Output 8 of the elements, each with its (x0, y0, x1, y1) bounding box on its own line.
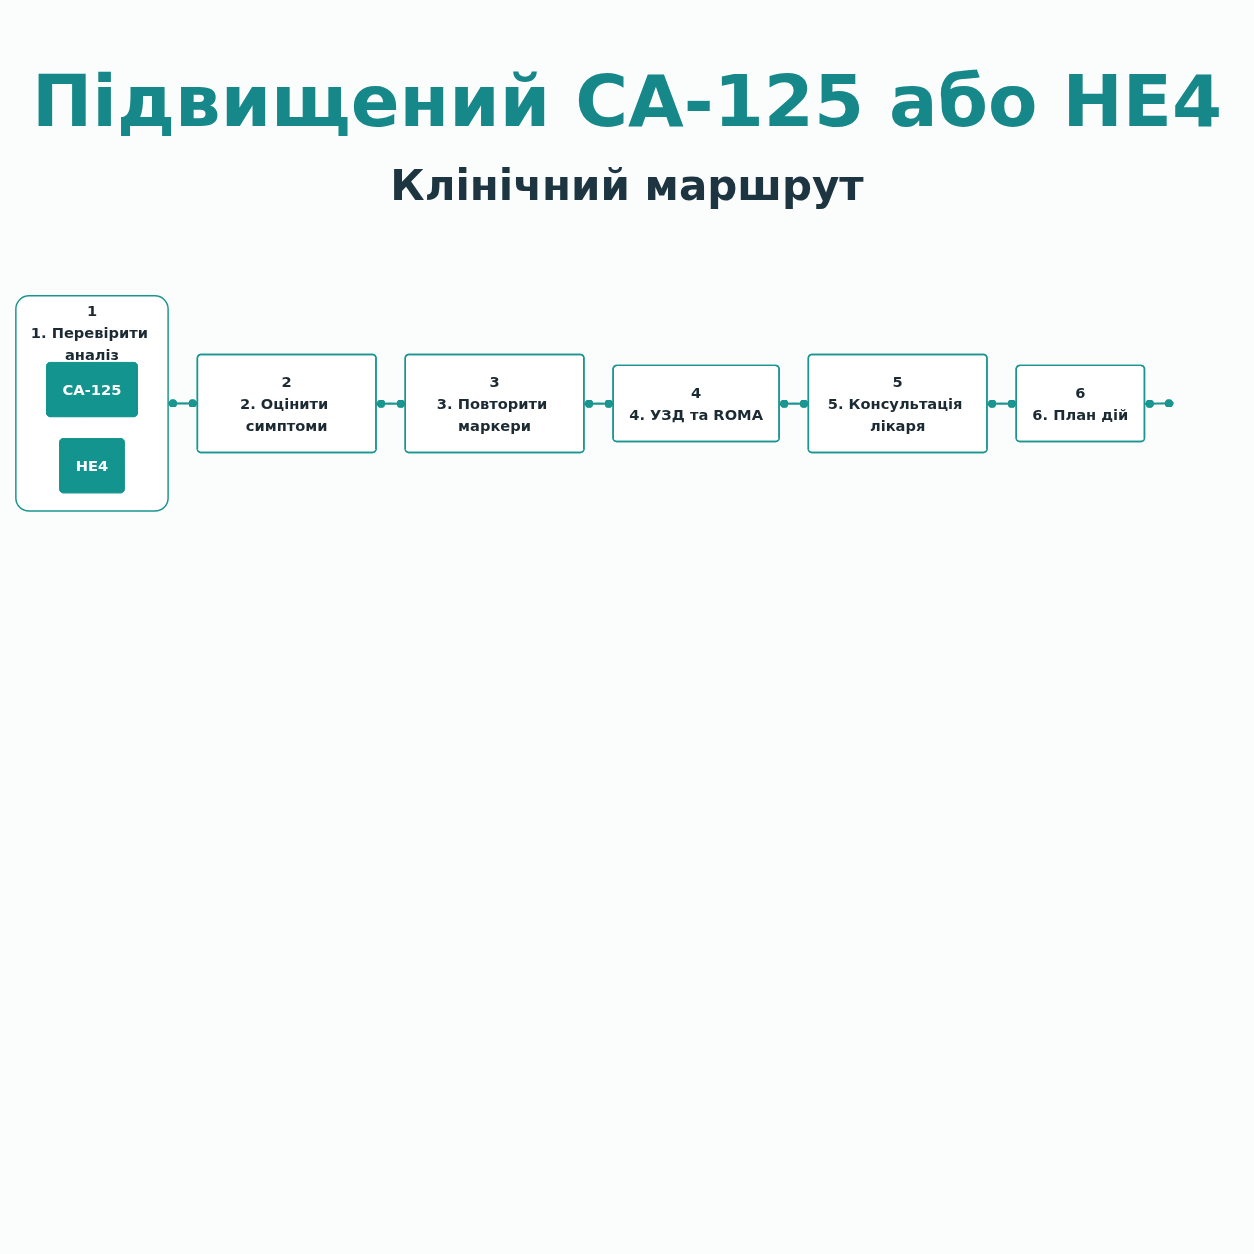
connector (584, 399, 614, 408)
connector (168, 398, 198, 408)
title: Підвищений CA-125 або HE4 (32, 60, 1222, 143)
connector (987, 399, 1017, 408)
connector (376, 399, 406, 408)
connector (779, 399, 809, 408)
subtitle: Клінічний маршрут (390, 160, 864, 210)
connector (1144, 398, 1174, 408)
